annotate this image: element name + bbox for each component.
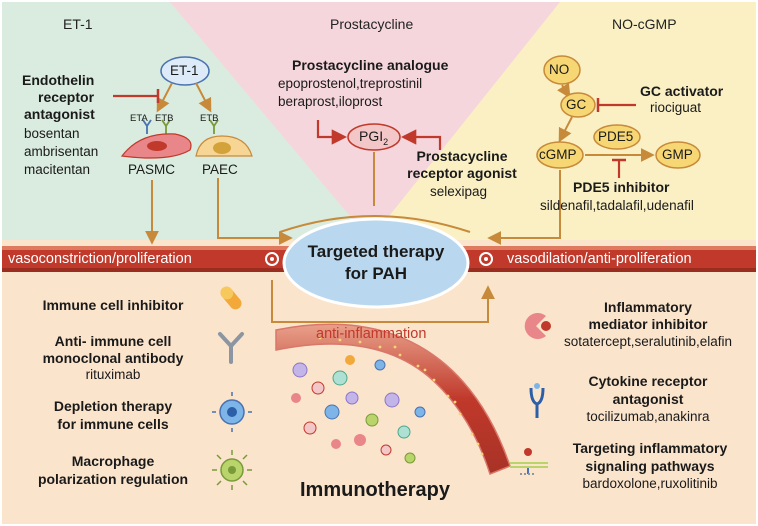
etb-receptor-paec-icon <box>209 119 219 134</box>
paec-label: PAEC <box>202 162 238 177</box>
left-item-4-line2: polarization regulation <box>37 471 189 487</box>
scattered-immune-cells <box>291 355 426 464</box>
et1-node <box>160 56 210 86</box>
band-left-label: vasoconstriction/proliferation <box>8 251 192 267</box>
pgi2-label: PGI2 <box>359 128 388 147</box>
et1-to-eta-arrow <box>156 82 173 113</box>
right-item-3-line1: Targeting inflammatory <box>572 440 728 456</box>
center-ellipse <box>282 217 470 309</box>
pde5-inhibitor-drugs: sildenafil,tadalafil,udenafil <box>540 198 694 213</box>
vessel-ring-right <box>479 252 493 266</box>
pasmc-label: PASMC <box>128 162 176 177</box>
cgmp-node <box>536 141 584 169</box>
pde5-inhibitor-label: PDE5 inhibitor <box>573 179 670 195</box>
right-item-1-line1: Inflammatory <box>604 299 692 315</box>
pgi2-main: PGI <box>359 128 384 144</box>
gmp-node <box>655 141 701 169</box>
center-title-line1: Targeted therapy <box>307 242 445 261</box>
paec-to-center-arrow <box>217 178 293 245</box>
receptor-icon <box>529 383 545 418</box>
top-arc <box>279 215 471 233</box>
anti-inflammation-label: anti-inflammation <box>316 326 427 342</box>
right-item-2-line2: antagonist <box>612 391 684 407</box>
gmp-node-label: GMP <box>662 147 693 162</box>
prostacycline-agonist-drug: selexipag <box>430 184 488 199</box>
left-item-1-line1: Immune cell inhibitor <box>42 297 184 313</box>
pgi2-subscript: 2 <box>383 136 389 147</box>
prostacycline-panel <box>170 2 560 240</box>
eta-label: ETA <box>130 113 148 124</box>
right-item-2-drug: tocilizumab,anakinra <box>586 409 710 424</box>
et1-panel <box>2 2 370 240</box>
pde5-node <box>593 124 641 150</box>
blood-vessel-illustration <box>275 323 511 475</box>
prostacycline-agonist-line1: Prostacycline <box>416 148 508 164</box>
et1-drug: ambrisentan <box>24 144 99 159</box>
eta-receptor-icon <box>142 119 152 134</box>
et1-node-label: ET-1 <box>170 63 199 78</box>
pacman-inhibitor-icon <box>524 313 551 339</box>
right-item-1-drug: sotatercept,seralutinib,elafin <box>563 334 733 349</box>
prostacycline-analogue-label: Prostacycline analogue <box>292 57 449 73</box>
no-panel <box>370 2 756 240</box>
et1-to-etb-arrow <box>195 82 212 113</box>
etb-label: ETB <box>155 113 174 124</box>
immune-cell-icon <box>212 392 252 432</box>
no-panel-title: NO-cGMP <box>612 16 677 32</box>
bottom-panel <box>2 272 756 524</box>
immunotherapy-title: Immunotherapy <box>300 479 451 501</box>
right-item-3-line2: signaling pathways <box>585 458 715 474</box>
cgmp-to-band-arrow <box>487 170 561 245</box>
vessel-ring-right-core <box>484 257 488 261</box>
et1-panel-title: ET-1 <box>63 16 93 32</box>
left-item-3-line1: Depletion therapy <box>53 398 173 414</box>
etb-receptor-icon <box>161 119 171 134</box>
no-to-gc-arrow <box>557 82 571 99</box>
anti-inflammation-arrow <box>271 280 495 323</box>
left-item-2-line2: monoclonal antibody <box>42 350 184 366</box>
right-item-1-line2: mediator inhibitor <box>588 316 708 332</box>
left-item-2-drug: rituximab <box>85 367 141 382</box>
et1-drug: bosentan <box>24 126 80 141</box>
gc-node <box>560 92 596 118</box>
prostacycline-panel-title: Prostacycline <box>330 16 414 32</box>
et1-drug-class-line2: receptor <box>38 89 95 105</box>
pde5-node-label: PDE5 <box>598 129 634 144</box>
band-right-label: vasodilation/anti-proliferation <box>507 251 692 267</box>
agonist-to-pgi2-arrow <box>400 129 442 150</box>
vessel-dots <box>318 336 484 456</box>
analogue-to-pgi2-arrow <box>316 120 348 145</box>
left-item-2-line1: Anti- immune cell <box>54 333 172 349</box>
prostacycline-analogue-drugs-line2: beraprost,iloprost <box>278 94 383 109</box>
center-title-line2: for PAH <box>344 264 407 283</box>
gc-activator-label: GC activator <box>640 83 724 99</box>
pgi2-node <box>347 123 401 151</box>
etb-paec-label: ETB <box>200 113 219 124</box>
cgmp-node-label: cGMP <box>539 147 577 162</box>
macrophage-icon <box>212 450 252 490</box>
et1-drug-class-line3: antagonist <box>24 106 95 122</box>
no-node-label: NO <box>549 62 570 77</box>
left-item-3-line2: for immune cells <box>57 416 169 432</box>
capsule-icon <box>220 286 242 310</box>
pasmc-nucleus <box>147 141 167 151</box>
right-item-3-drug: bardoxolone,ruxolitinib <box>582 476 718 491</box>
antibody-icon <box>218 332 244 364</box>
vessel-ring-left <box>265 252 279 266</box>
prostacycline-analogue-drugs-line1: epoprostenol,treprostinil <box>278 76 423 91</box>
et1-drug-class-line1: Endothelin <box>22 72 95 88</box>
gc-to-cgmp-arrow <box>558 116 573 143</box>
prostacycline-agonist-line2: receptor agonist <box>407 165 517 181</box>
membrane-pathway-icon <box>510 448 548 475</box>
et1-drug: macitentan <box>24 162 91 177</box>
gc-activator-drug: riociguat <box>650 100 702 115</box>
right-item-2-line1: Cytokine receptor <box>588 373 708 389</box>
vessel-ring-left-core <box>270 257 274 261</box>
paec-nucleus <box>213 142 231 154</box>
gc-node-label: GC <box>566 97 587 112</box>
left-item-4-line1: Macrophage <box>71 453 155 469</box>
